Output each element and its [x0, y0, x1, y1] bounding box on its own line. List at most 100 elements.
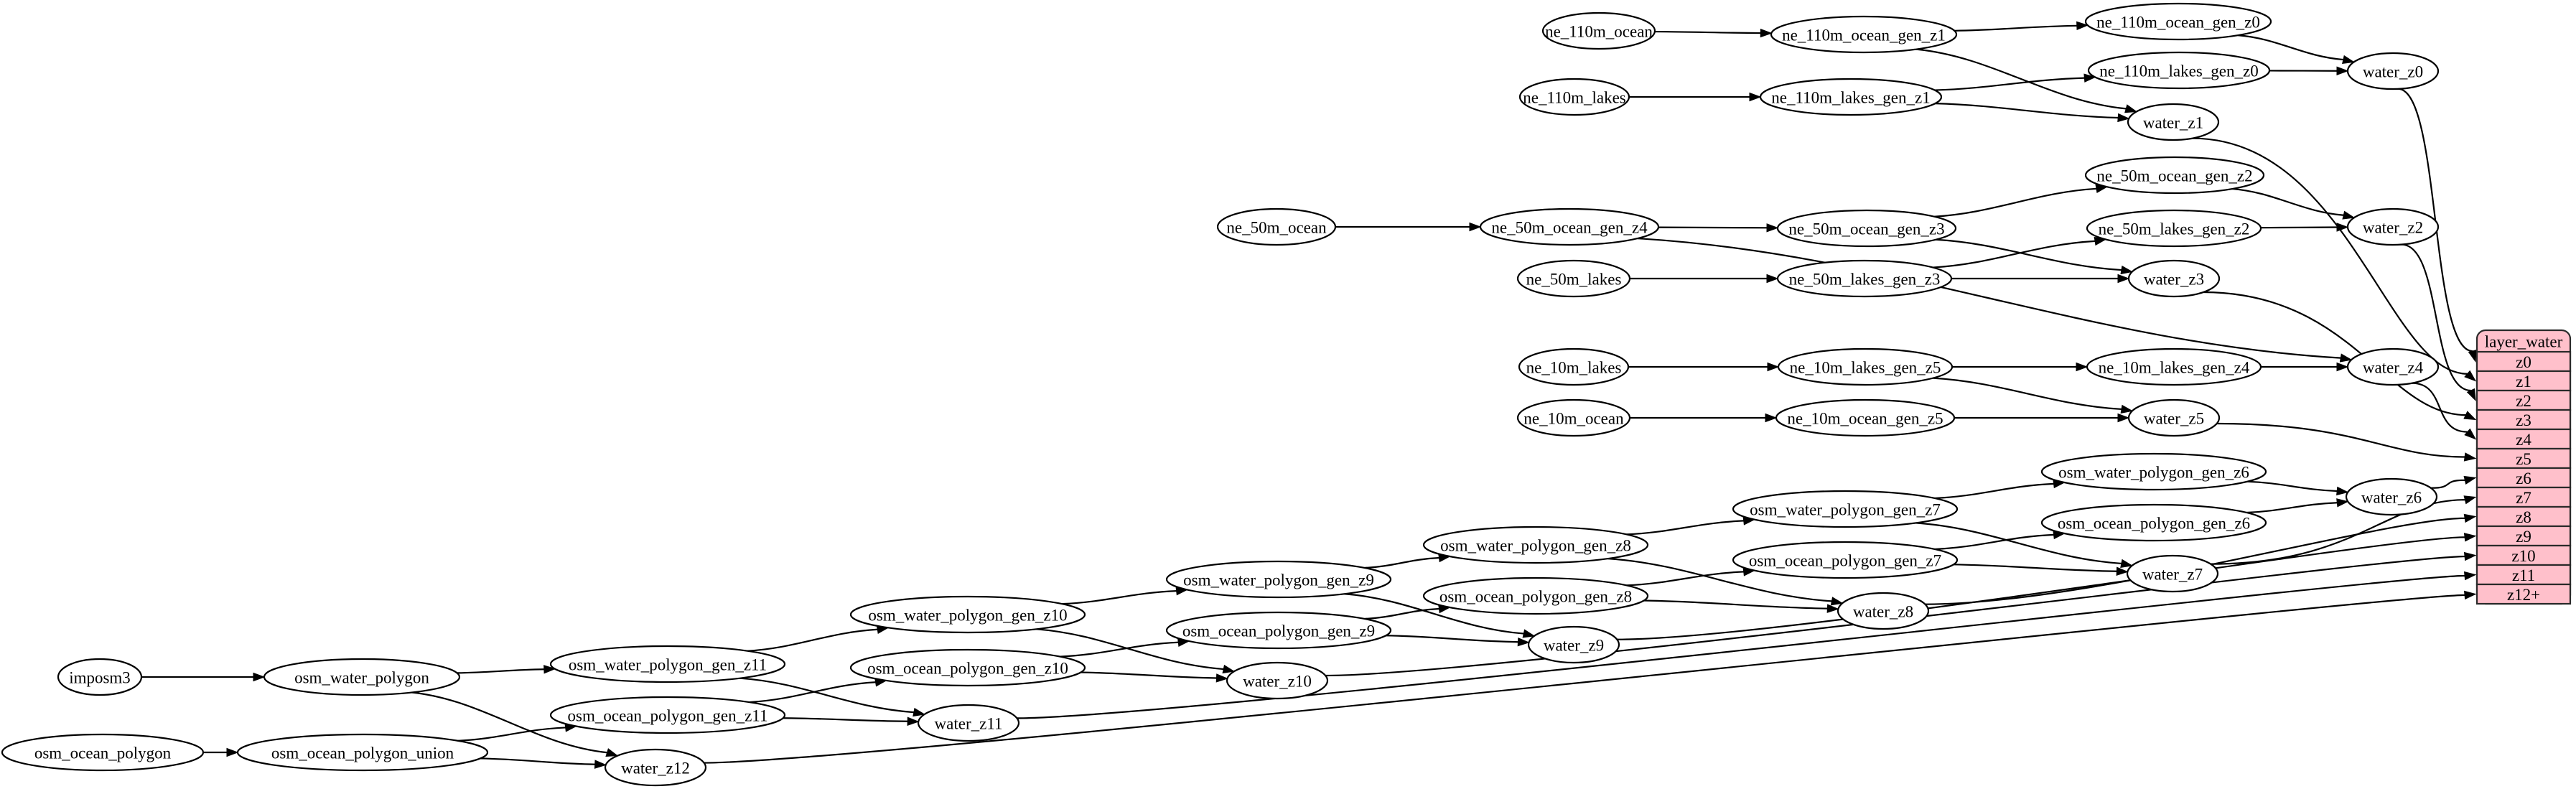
node-shape — [549, 696, 786, 734]
arrow-head-icon — [2464, 428, 2477, 440]
node-ne_10m_lakes_gen_z4[interactable]: ne_10m_lakes_gen_z4 — [2086, 347, 2262, 386]
layer-water-row-label: z12+ — [2507, 586, 2540, 604]
node-ne_110m_ocean_gen_z0[interactable]: ne_110m_ocean_gen_z0 — [2084, 2, 2272, 41]
node-ne_10m_lakes_gen_z5[interactable]: ne_10m_lakes_gen_z5 — [1777, 347, 1954, 386]
node-ne_50m_lakes_gen_z2[interactable]: ne_50m_lakes_gen_z2 — [2086, 209, 2262, 248]
node-label: ne_110m_ocean_gen_z1 — [1782, 27, 1946, 45]
node-ne_10m_ocean_gen_z5[interactable]: ne_10m_ocean_gen_z5 — [1775, 398, 1956, 437]
arrow-head-icon — [2336, 362, 2349, 372]
arrow-head-icon — [2336, 498, 2349, 508]
arrow-head-icon — [2117, 413, 2130, 423]
node-ne_10m_lakes[interactable]: ne_10m_lakes — [1518, 347, 1630, 386]
node-shape — [2084, 156, 2265, 195]
layer-water-row-label: z6 — [2516, 470, 2531, 487]
node-water_z4[interactable]: water_z4 — [2346, 347, 2440, 386]
node-label: water_z11 — [935, 715, 1003, 733]
arrow-head-icon — [1826, 604, 1839, 613]
node-ne_110m_lakes_gen_z0[interactable]: ne_110m_lakes_gen_z0 — [2087, 51, 2271, 90]
node-label: ne_50m_lakes — [1526, 271, 1622, 289]
node-osm_water_polygon[interactable]: osm_water_polygon — [263, 658, 461, 696]
layer-water-row-z12plus[interactable] — [2475, 583, 2572, 605]
layer-water-row-label: z7 — [2516, 489, 2531, 507]
node-label: water_z4 — [2363, 359, 2424, 377]
node-imposm3[interactable]: imposm3 — [57, 658, 143, 696]
node-water_z8[interactable]: water_z8 — [1837, 592, 1930, 630]
arrow-head-icon — [2336, 223, 2349, 232]
node-osm_ocean_polygon_gen_z6[interactable]: osm_ocean_polygon_gen_z6 — [2040, 503, 2267, 542]
node-shape — [2127, 259, 2221, 298]
node-ne_50m_lakes[interactable]: ne_50m_lakes — [1516, 259, 1631, 298]
edge-ne_110m_ocean_gen_z1-to-water_z1 — [1915, 48, 2127, 110]
node-ne_50m_ocean_gen_z2[interactable]: ne_50m_ocean_gen_z2 — [2084, 156, 2265, 195]
node-osm_water_polygon_gen_z6[interactable]: osm_water_polygon_gen_z6 — [2040, 452, 2267, 491]
arrow-head-icon — [543, 665, 556, 674]
node-ne_50m_lakes_gen_z3[interactable]: ne_50m_lakes_gen_z3 — [1776, 259, 1953, 298]
node-osm_water_polygon_gen_z9[interactable]: osm_water_polygon_gen_z9 — [1165, 560, 1392, 599]
layer-water-row-z10[interactable] — [2475, 544, 2572, 566]
node-water_z9[interactable]: water_z9 — [1527, 625, 1620, 664]
node-water_z7[interactable]: water_z7 — [2126, 554, 2219, 593]
arrow-head-icon — [594, 760, 607, 769]
node-label: ne_50m_ocean_gen_z4 — [1491, 219, 1648, 237]
node-osm_ocean_polygon_gen_z11[interactable]: osm_ocean_polygon_gen_z11 — [549, 696, 786, 734]
node-water_z3[interactable]: water_z3 — [2127, 259, 2221, 298]
node-shape — [1, 733, 205, 772]
node-label: osm_ocean_polygon_gen_z6 — [2058, 515, 2250, 533]
node-water_z10[interactable]: water_z10 — [1226, 661, 1329, 700]
edge-water_z5-to-layer_water-z5 — [2216, 422, 2465, 458]
node-water_z2[interactable]: water_z2 — [2346, 207, 2440, 246]
node-osm_ocean_polygon_gen_z8[interactable]: osm_ocean_polygon_gen_z8 — [1422, 576, 1649, 615]
node-osm_water_polygon_gen_z10[interactable]: osm_water_polygon_gen_z10 — [849, 595, 1086, 634]
node-label: osm_water_polygon_gen_z7 — [1750, 501, 1941, 519]
node-ne_110m_lakes_gen_z1[interactable]: ne_110m_lakes_gen_z1 — [1759, 78, 1943, 116]
node-label: osm_ocean_polygon_gen_z7 — [1749, 552, 1941, 570]
node-water_z0[interactable]: water_z0 — [2346, 52, 2440, 90]
node-ne_110m_lakes[interactable]: ne_110m_lakes — [1518, 78, 1630, 116]
arrow-head-icon — [2342, 210, 2356, 220]
arrow-head-icon — [2336, 486, 2349, 496]
node-ne_110m_ocean[interactable]: ne_110m_ocean — [1541, 11, 1656, 50]
node-shape — [2346, 347, 2440, 386]
node-label: ne_50m_ocean_gen_z3 — [1788, 220, 1944, 238]
node-osm_ocean_polygon[interactable]: osm_ocean_polygon — [1, 733, 205, 772]
node-shape — [1165, 560, 1392, 599]
node-water_z6[interactable]: water_z6 — [2345, 477, 2438, 516]
node-water_z1[interactable]: water_z1 — [2127, 103, 2220, 141]
edge-water_z2-to-layer_water-z2 — [2401, 243, 2471, 392]
node-water_z12[interactable]: water_z12 — [604, 748, 707, 787]
node-osm_ocean_polygon_gen_z7[interactable]: osm_ocean_polygon_gen_z7 — [1732, 541, 1959, 579]
arrow-head-icon — [605, 748, 619, 757]
node-water_z5[interactable]: water_z5 — [2127, 398, 2221, 437]
edge-osm_ocean_polygon_gen_z9-to-osm_ocean_polygon_gen_z8 — [1364, 607, 1439, 620]
node-shape — [2084, 2, 2272, 41]
node-label: ne_50m_ocean_gen_z2 — [2096, 167, 2252, 185]
edge-water_z8-to-layer_water-z8 — [1925, 517, 2465, 605]
edge-osm_water_polygon_gen_z8-to-osm_water_polygon_gen_z7 — [1626, 520, 1744, 536]
node-ne_110m_ocean_gen_z1[interactable]: ne_110m_ocean_gen_z1 — [1770, 15, 1958, 54]
layer-water-row-label: z8 — [2516, 508, 2531, 526]
node-osm_ocean_polygon_gen_z9[interactable]: osm_ocean_polygon_gen_z9 — [1165, 611, 1392, 650]
layer-water-row-z1[interactable] — [2475, 370, 2572, 392]
arrow-head-icon — [2468, 349, 2477, 363]
node-shape — [549, 645, 786, 683]
layer-water-row-z3[interactable] — [2475, 408, 2572, 431]
node-label: osm_water_polygon_gen_z11 — [569, 656, 767, 674]
node-ne_10m_ocean[interactable]: ne_10m_ocean — [1516, 398, 1631, 437]
node-osm_water_polygon_gen_z7[interactable]: osm_water_polygon_gen_z7 — [1732, 490, 1959, 528]
arrow-head-icon — [2463, 452, 2477, 462]
node-osm_ocean_polygon_union[interactable]: osm_ocean_polygon_union — [236, 733, 489, 772]
node-water_z11[interactable]: water_z11 — [917, 704, 1020, 742]
node-ne_50m_ocean_gen_z4[interactable]: ne_50m_ocean_gen_z4 — [1479, 207, 1660, 246]
node-ne_50m_ocean_gen_z3[interactable]: ne_50m_ocean_gen_z3 — [1776, 209, 1957, 248]
node-osm_water_polygon_gen_z8[interactable]: osm_water_polygon_gen_z8 — [1422, 526, 1649, 564]
layer-water-table: layer_waterz0z1z2z3z4z5z6z7z8z9z10z11z12… — [2475, 329, 2572, 605]
node-shape — [1837, 592, 1930, 630]
node-shape — [1226, 661, 1329, 700]
arrow-head-icon — [2342, 55, 2355, 65]
node-osm_ocean_polygon_gen_z10[interactable]: osm_ocean_polygon_gen_z10 — [849, 648, 1086, 687]
layer-water-row-z9[interactable] — [2475, 525, 2572, 547]
node-osm_water_polygon_gen_z11[interactable]: osm_water_polygon_gen_z11 — [549, 645, 786, 683]
layer-water-row-z6[interactable] — [2475, 467, 2572, 489]
edge-ne_50m_ocean_gen_z3-to-water_z3 — [1936, 238, 2122, 271]
node-ne_50m_ocean[interactable]: ne_50m_ocean — [1216, 207, 1337, 246]
